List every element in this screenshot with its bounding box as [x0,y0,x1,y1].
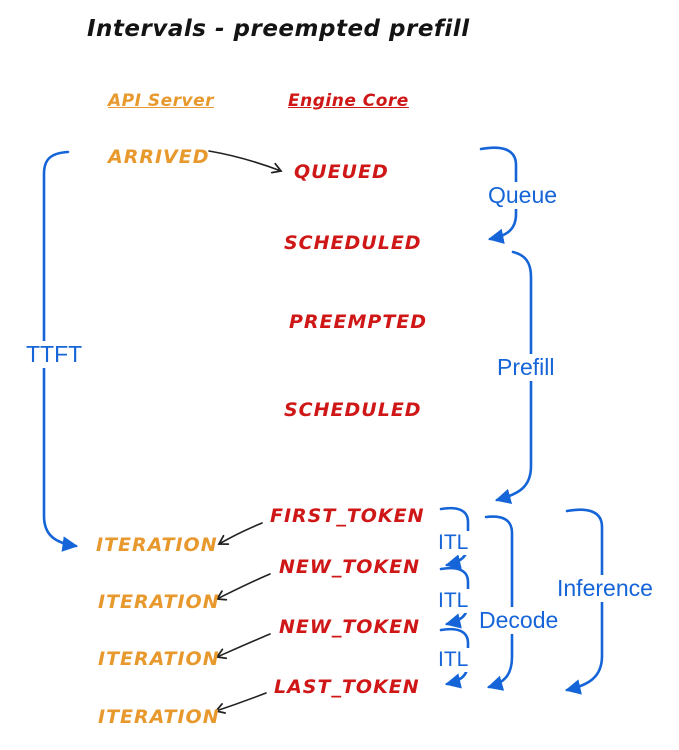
interval-label-ttft: TTFT [24,341,85,368]
arrow-newtoken2-to-iteration [215,633,271,660]
bracket-decode [484,515,514,691]
event-iteration-2: ITERATION [98,591,220,613]
column-header-api-server: API Server [108,91,215,111]
event-new-token-2: NEW_TOKEN [279,616,421,638]
event-arrived: ARRIVED [108,146,210,168]
event-queued: QUEUED [294,161,389,183]
arrow-lasttoken-to-iteration [214,692,267,714]
interval-label-itl-1: ITL [436,531,471,555]
arrow-newtoken1-to-iteration [215,573,271,601]
interval-label-queue: Queue [486,182,560,209]
interval-label-decode: Decode [477,607,561,634]
diagram-title: Intervals - preempted prefill [87,16,470,42]
event-iteration-3: ITERATION [98,648,220,670]
event-scheduled-2: SCHEDULED [284,399,422,421]
arrow-arrived-to-queued [208,150,283,174]
event-iteration-1: ITERATION [96,534,218,556]
event-new-token-1: NEW_TOKEN [279,556,421,578]
interval-label-inference: Inference [555,575,655,602]
event-scheduled-1: SCHEDULED [284,232,422,254]
event-iteration-4: ITERATION [98,706,220,728]
event-last-token: LAST_TOKEN [274,676,420,698]
interval-label-itl-3: ITL [436,648,471,672]
event-preempted: PREEMPTED [289,311,428,333]
event-first-token: FIRST_TOKEN [270,505,425,527]
arrow-firsttoken-to-iteration [217,522,263,545]
interval-label-prefill: Prefill [495,354,557,381]
interval-label-itl-2: ITL [436,589,471,613]
column-header-engine-core: Engine Core [288,91,409,111]
